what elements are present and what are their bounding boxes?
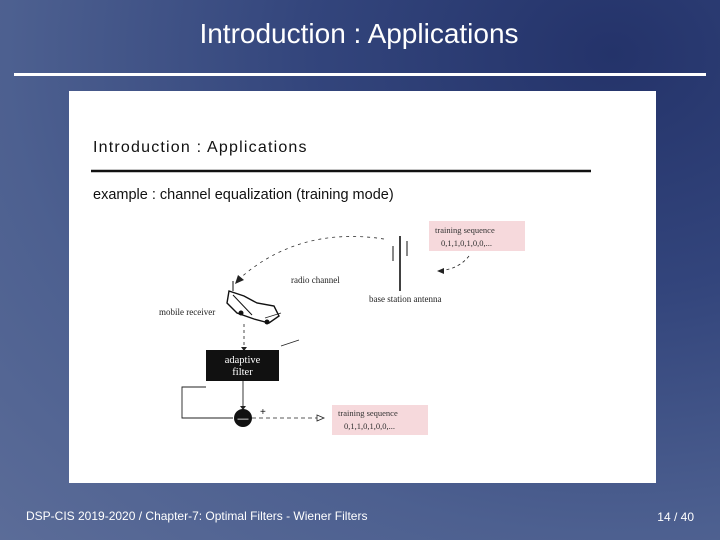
footer-page-number: 14 / 40 <box>657 510 694 524</box>
minus-sign: — <box>238 413 249 425</box>
figure-subheading: example : channel equalization (training… <box>93 187 394 203</box>
training-sequence-box-top: training sequence 0,1,1,0,1,0,0,... <box>429 221 525 251</box>
training-box-bottom-line1: training sequence <box>338 408 398 418</box>
training-sequence-box-bottom: training sequence 0,1,1,0,1,0,0,... <box>332 405 428 435</box>
footer-course-info: DSP-CIS 2019-2020 / Chapter-7: Optimal F… <box>26 509 368 523</box>
slide-title: Introduction : Applications <box>199 18 519 49</box>
adaptive-filter-line1: adaptive <box>225 355 261 366</box>
channel-equalization-diagram: Introduction : Applications example : ch… <box>91 139 591 435</box>
title-divider <box>14 73 706 76</box>
training-box-top-line2: 0,1,1,0,1,0,0,... <box>441 238 492 248</box>
summing-node-icon: — <box>234 409 252 427</box>
plus-sign: + <box>260 407 266 418</box>
receiver-arrow <box>264 312 282 319</box>
training-box-top-line1: training sequence <box>435 225 495 235</box>
adaptive-filter-block: adaptive filter <box>206 350 279 381</box>
arrow-head-icon <box>240 406 246 410</box>
mobile-receiver-icon <box>226 281 280 325</box>
error-feedback-line <box>181 386 233 419</box>
radio-channel-label: radio channel <box>291 275 340 285</box>
base-station-antenna-label: base station antenna <box>369 294 441 304</box>
mobile-receiver-label: mobile receiver <box>159 307 215 317</box>
arrow-head-icon <box>316 414 326 422</box>
figure-heading: Introduction : Applications <box>93 139 308 156</box>
antenna-icon <box>392 236 408 291</box>
arrow-head-icon <box>437 268 444 274</box>
arrow-head-icon <box>235 275 244 284</box>
radio-channel-path <box>238 236 385 280</box>
adaptation-arrow <box>280 339 300 347</box>
training-box-bottom-line2: 0,1,1,0,1,0,0,... <box>344 421 395 431</box>
adaptive-filter-line2: filter <box>232 367 253 378</box>
arrow-head-icon <box>241 347 247 351</box>
figure-panel: Introduction : Applications example : ch… <box>69 91 656 483</box>
